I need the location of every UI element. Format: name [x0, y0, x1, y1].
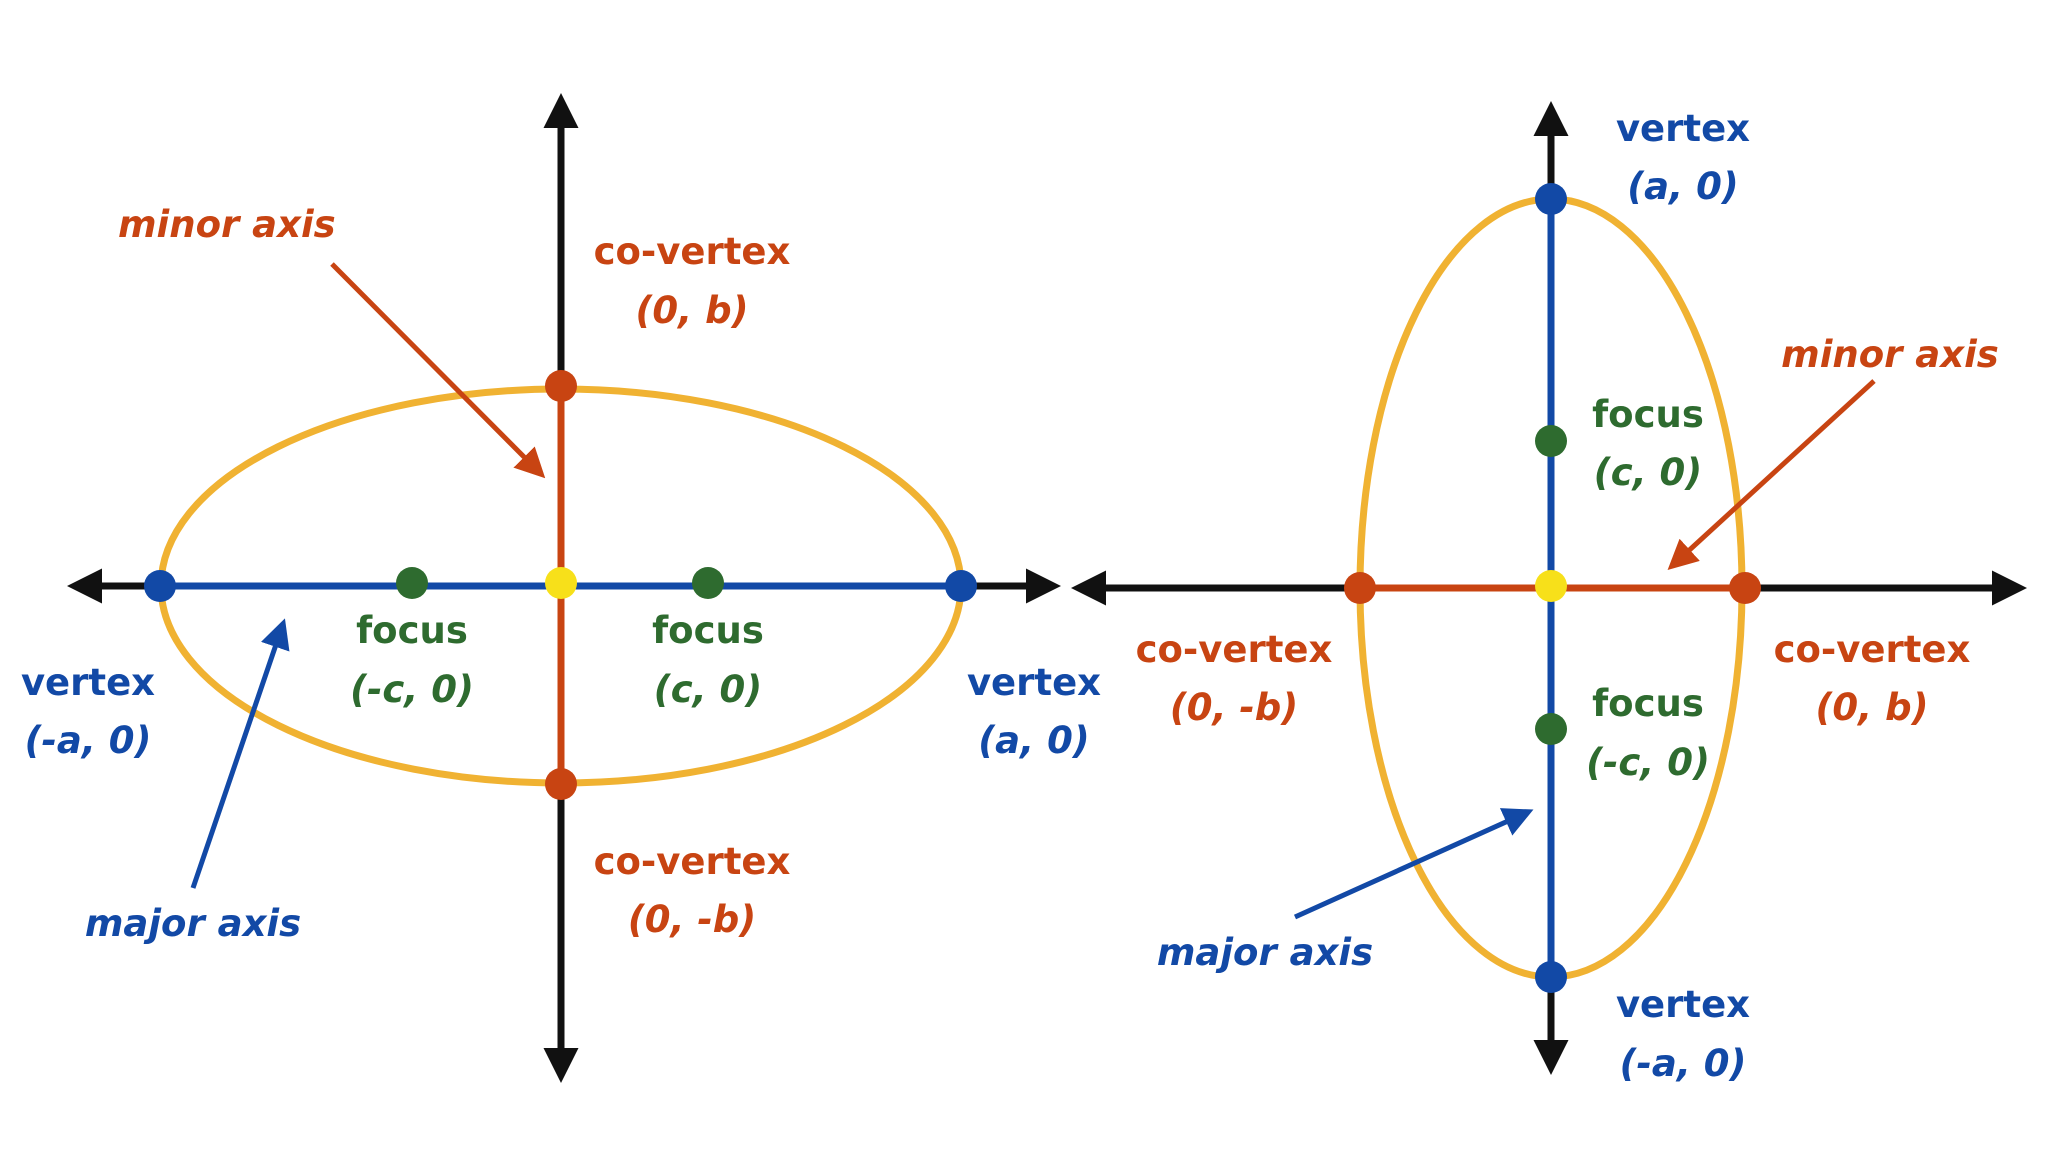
right-major-axis-label: major axis: [1157, 931, 1373, 974]
left-right-vertex-coords: (a, 0): [978, 719, 1089, 762]
right-left-covertex-name: co-vertex: [1136, 628, 1333, 671]
right-lower-focus-name: focus: [1592, 682, 1704, 725]
right-vertex-point-top: [1535, 183, 1567, 215]
left-left-vertex-coords: (-a, 0): [25, 719, 152, 762]
right-covertex-point-left: [1344, 572, 1376, 604]
left-covertex-point-top: [545, 370, 577, 402]
right-minor-axis-label: minor axis: [1781, 333, 1999, 376]
right-ellipse-diagram: vertex (a, 0) vertex (-a, 0) focus (c, 0…: [1071, 101, 2027, 1085]
left-right-focus-coords: (c, 0): [654, 668, 762, 711]
right-right-covertex-coords: (0, b): [1816, 686, 1929, 729]
left-left-vertex-name: vertex: [21, 661, 155, 704]
left-major-axis-pointer-arrow: [190, 618, 290, 889]
left-vertex-point-left: [144, 570, 176, 602]
left-major-axis-label: major axis: [85, 902, 301, 945]
left-left-focus-name: focus: [356, 609, 468, 652]
right-upper-focus-coords: (c, 0): [1594, 451, 1702, 494]
left-minor-axis-pointer-arrow: [330, 262, 546, 479]
left-covertex-point-bottom: [545, 768, 577, 800]
left-minor-axis-label: minor axis: [118, 203, 336, 246]
right-covertex-point-right: [1729, 572, 1761, 604]
left-right-focus-name: focus: [652, 609, 764, 652]
right-vertex-point-bottom: [1535, 961, 1567, 993]
right-right-covertex-name: co-vertex: [1774, 628, 1971, 671]
right-top-vertex-coords: (a, 0): [1627, 165, 1738, 208]
right-bottom-vertex-name: vertex: [1616, 983, 1750, 1026]
left-center-point: [545, 567, 577, 599]
right-upper-focus-name: focus: [1592, 393, 1704, 436]
right-minor-axis-pointer-arrow: [1667, 379, 1876, 571]
right-top-vertex-name: vertex: [1616, 107, 1750, 150]
right-center-point: [1535, 570, 1567, 602]
left-focus-point-right: [692, 567, 724, 599]
left-top-covertex-name: co-vertex: [594, 230, 791, 273]
right-major-axis-pointer-arrow: [1293, 808, 1534, 920]
left-right-vertex-name: vertex: [967, 661, 1101, 704]
left-vertex-point-right: [945, 570, 977, 602]
right-bottom-vertex-coords: (-a, 0): [1620, 1042, 1747, 1085]
right-lower-focus-coords: (-c, 0): [1586, 741, 1710, 784]
left-top-covertex-coords: (0, b): [636, 289, 749, 332]
left-ellipse-diagram: minor axis co-vertex (0, b) co-vertex (0…: [21, 93, 1101, 1083]
left-bottom-covertex-name: co-vertex: [594, 840, 791, 883]
left-left-focus-coords: (-c, 0): [350, 668, 474, 711]
right-left-covertex-coords: (0, -b): [1170, 686, 1298, 729]
right-focus-point-lower: [1535, 713, 1567, 745]
right-focus-point-upper: [1535, 425, 1567, 457]
left-focus-point-left: [396, 567, 428, 599]
left-bottom-covertex-coords: (0, -b): [628, 898, 756, 941]
